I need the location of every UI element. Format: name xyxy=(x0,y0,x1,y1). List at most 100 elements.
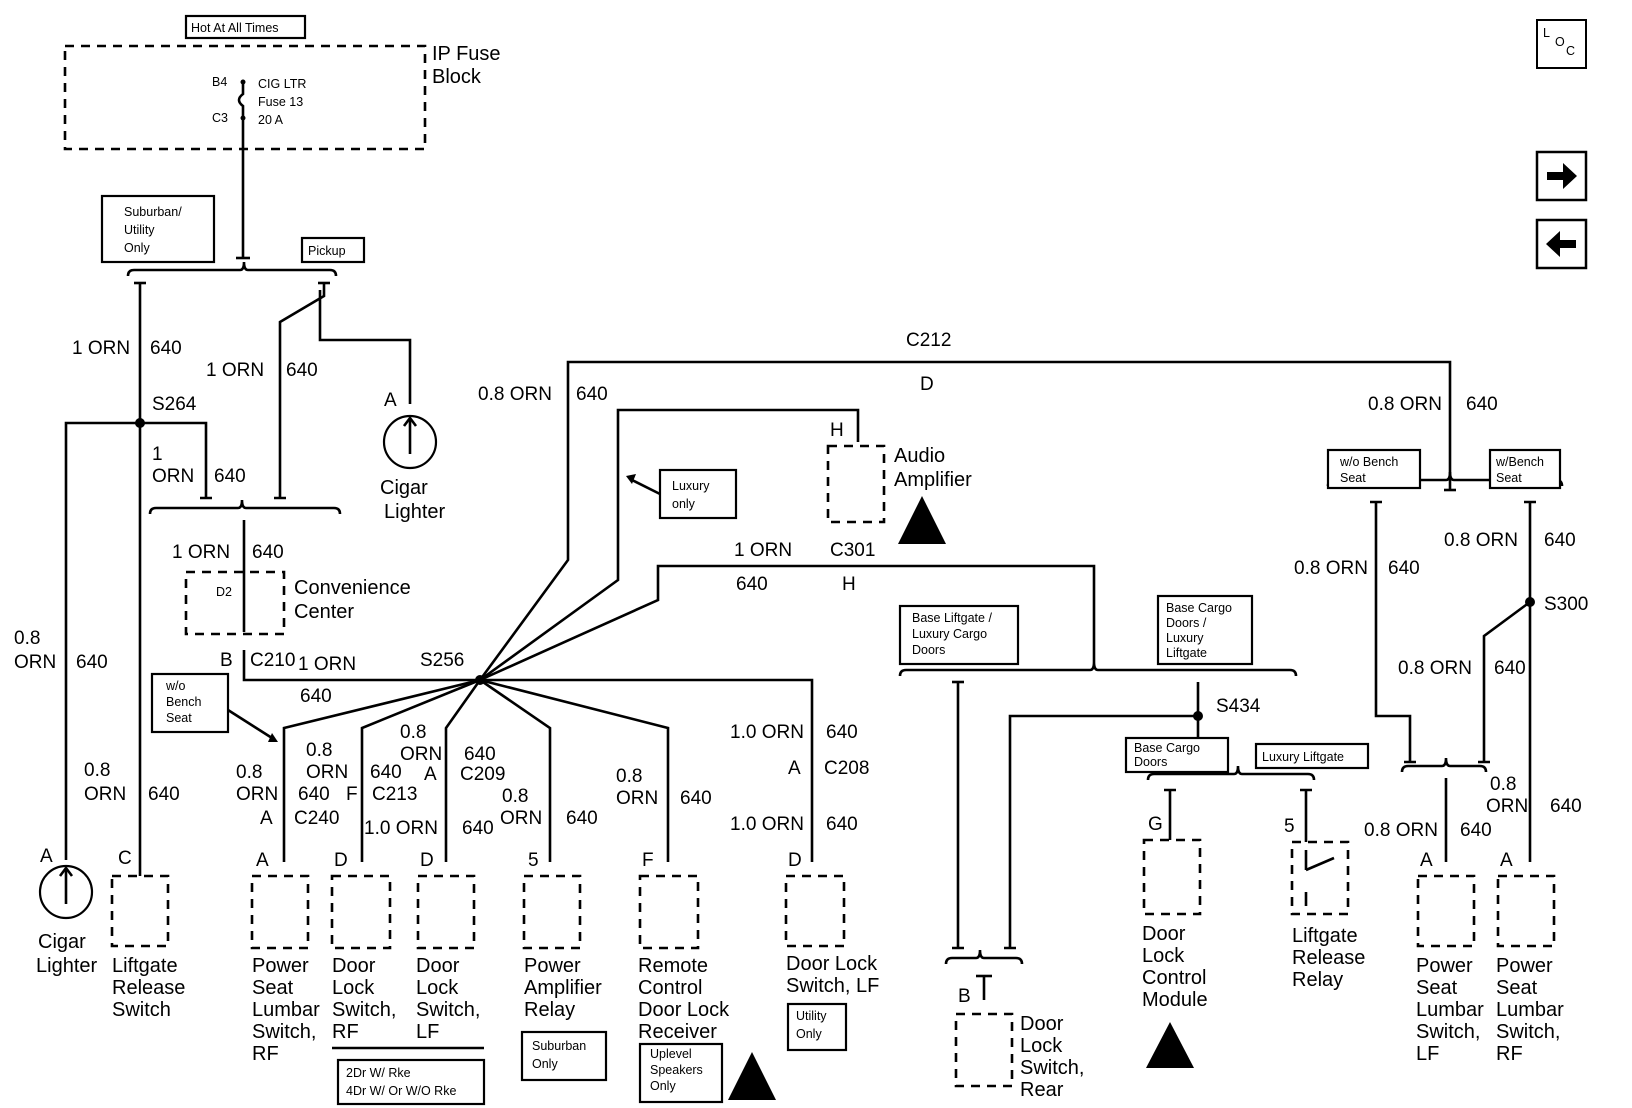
connector-c240: C240 xyxy=(294,808,339,829)
diagram-label: Seat xyxy=(252,977,294,999)
diagram-label: RF xyxy=(252,1043,279,1065)
diagram-label: 1 ORN xyxy=(72,338,130,359)
diagram-label: 640 xyxy=(1388,558,1420,579)
diagram-label: ORN xyxy=(616,788,658,809)
door-lock-control-module: G Door Lock Control Module xyxy=(1142,814,1208,1068)
diagram-label: LF xyxy=(416,1021,439,1043)
diagram-label: 4Dr W/ Or W/O Rke xyxy=(346,1084,456,1098)
diagram-label: Utility xyxy=(124,223,155,237)
splice-s264: S264 xyxy=(152,394,197,415)
arrow-right-icon[interactable] xyxy=(1535,150,1588,202)
diagram-label: 1 ORN xyxy=(734,540,792,561)
diagram-label: 640 xyxy=(252,542,284,563)
remote-control-door-lock-receiver: F Remote Control Door Lock Receiver xyxy=(638,850,776,1100)
diagram-label: A xyxy=(260,808,273,829)
diagram-label: ORN xyxy=(306,762,348,783)
diagram-label: Switch, xyxy=(1496,1021,1560,1043)
diagram-label: 1 xyxy=(152,444,163,465)
diagram-label: Audio xyxy=(894,445,945,467)
diagram-label: ORN xyxy=(500,808,542,829)
diagram-label: 0.8 ORN xyxy=(1364,820,1438,841)
splice-s256: S256 xyxy=(420,650,464,671)
liftgate-release-relay: 5 Liftgate Release Relay xyxy=(1284,816,1365,991)
diagram-label: Power xyxy=(252,955,309,977)
diagram-label: 2Dr W/ Rke xyxy=(346,1066,411,1080)
diagram-label: Liftgate xyxy=(1292,925,1358,947)
diagram-label: 640 xyxy=(300,686,332,707)
diagram-label: Seat xyxy=(166,711,192,725)
diagram-label: A xyxy=(1420,850,1433,871)
diagram-label: 0.8 xyxy=(616,766,642,787)
diagram-label: ORN xyxy=(400,744,442,765)
diagram-label: Control xyxy=(638,977,702,999)
arrow-left-icon[interactable] xyxy=(1535,218,1588,270)
diagram-label: 5 xyxy=(1284,816,1295,837)
diagram-label: Luxury xyxy=(1166,631,1204,645)
diagram-label: Suburban xyxy=(532,1039,586,1053)
diagram-label: Amplifier xyxy=(894,469,972,491)
diagram-label: 640 xyxy=(286,360,318,381)
diagram-label: Lumbar xyxy=(1496,999,1564,1021)
power-seat-lumbar-switch-rf-2: A Power Seat Lumbar Switch, RF xyxy=(1496,850,1564,1065)
diagram-label: 0.8 xyxy=(84,760,110,781)
fuse-name: CIG LTR xyxy=(258,77,306,91)
diagram-label: 640 xyxy=(150,338,182,359)
ip-fuse-block: Hot At All Times IP Fuse Block B4 C3 CIG… xyxy=(63,14,501,151)
diagram-label: 640 xyxy=(298,784,330,805)
diagram-label: H xyxy=(842,574,856,595)
diagram-label: 640 xyxy=(1466,394,1498,415)
liftgate-release-switch: C Liftgate Release Switch xyxy=(110,848,185,1021)
diagram-label: Seat xyxy=(1496,471,1522,485)
diagram-label: Base Liftgate / xyxy=(912,611,992,625)
connector-c209: C209 xyxy=(460,764,505,785)
diagram-label: Lock xyxy=(332,977,375,999)
connector-c301: C301 xyxy=(830,540,875,561)
diagram-label: Power xyxy=(524,955,581,977)
diagram-label: A xyxy=(424,764,437,785)
fuse-block-name-2: Block xyxy=(432,66,482,88)
diagram-label: w/o xyxy=(165,679,186,693)
diagram-label: ORN xyxy=(84,784,126,805)
diagram-label: 1 ORN xyxy=(206,360,264,381)
power-amplifier-relay: 5 Power Amplifier Relay xyxy=(522,850,602,1021)
diagram-label: Liftgate xyxy=(112,955,178,977)
diagram-label: 0.8 xyxy=(14,628,40,649)
diagram-label: ORN xyxy=(152,466,194,487)
diagram-label: B xyxy=(220,650,233,671)
diagram-label: 1.0 ORN xyxy=(730,722,804,743)
diagram-label: Suburban/ xyxy=(124,205,182,219)
splice-s256-dot xyxy=(475,675,485,685)
connector-c212: C212 xyxy=(906,330,951,351)
diagram-label: 1 ORN xyxy=(298,654,356,675)
diagram-label: Switch, xyxy=(1416,1021,1480,1043)
diagram-label: Door xyxy=(332,955,376,977)
diagram-label: Power xyxy=(1496,955,1553,977)
diagram-label: Doors / xyxy=(1166,616,1207,630)
door-lock-switch-lf-2: D Door Lock Switch, LF xyxy=(784,850,879,997)
diagram-label: 0.8 ORN xyxy=(478,384,552,405)
diagram-label: Lock xyxy=(1020,1035,1063,1057)
diagram-label: RF xyxy=(1496,1043,1523,1065)
diagram-label: 0.8 xyxy=(1490,774,1516,795)
diagram-label: Door xyxy=(416,955,460,977)
fuse-pin-bottom: C3 xyxy=(212,111,228,125)
connector-c208: C208 xyxy=(824,758,869,779)
diagram-label: Switch xyxy=(112,999,171,1021)
diagram-label: 5 xyxy=(528,850,539,871)
diagram-label: Release xyxy=(1292,947,1365,969)
diagram-label: Power xyxy=(1416,955,1473,977)
diagram-label: D2 xyxy=(216,585,232,599)
location-icon[interactable]: L O C xyxy=(1536,19,1587,69)
hot-at-all-times-box xyxy=(184,14,307,40)
diagram-label: A xyxy=(40,846,53,867)
diagram-label: 640 xyxy=(1494,658,1526,679)
diagram-label: 640 xyxy=(1544,530,1576,551)
connector-c210: C210 xyxy=(250,650,295,671)
fuse-number: Fuse 13 xyxy=(258,95,303,109)
diagram-label: Lock xyxy=(1142,945,1185,967)
fuse-pin-top: B4 xyxy=(212,75,227,89)
diagram-label: Switch, xyxy=(416,999,480,1021)
diagram-label: 640 xyxy=(76,652,108,673)
door-lock-switch-rear: B Door Lock Switch, Rear xyxy=(954,986,1084,1101)
